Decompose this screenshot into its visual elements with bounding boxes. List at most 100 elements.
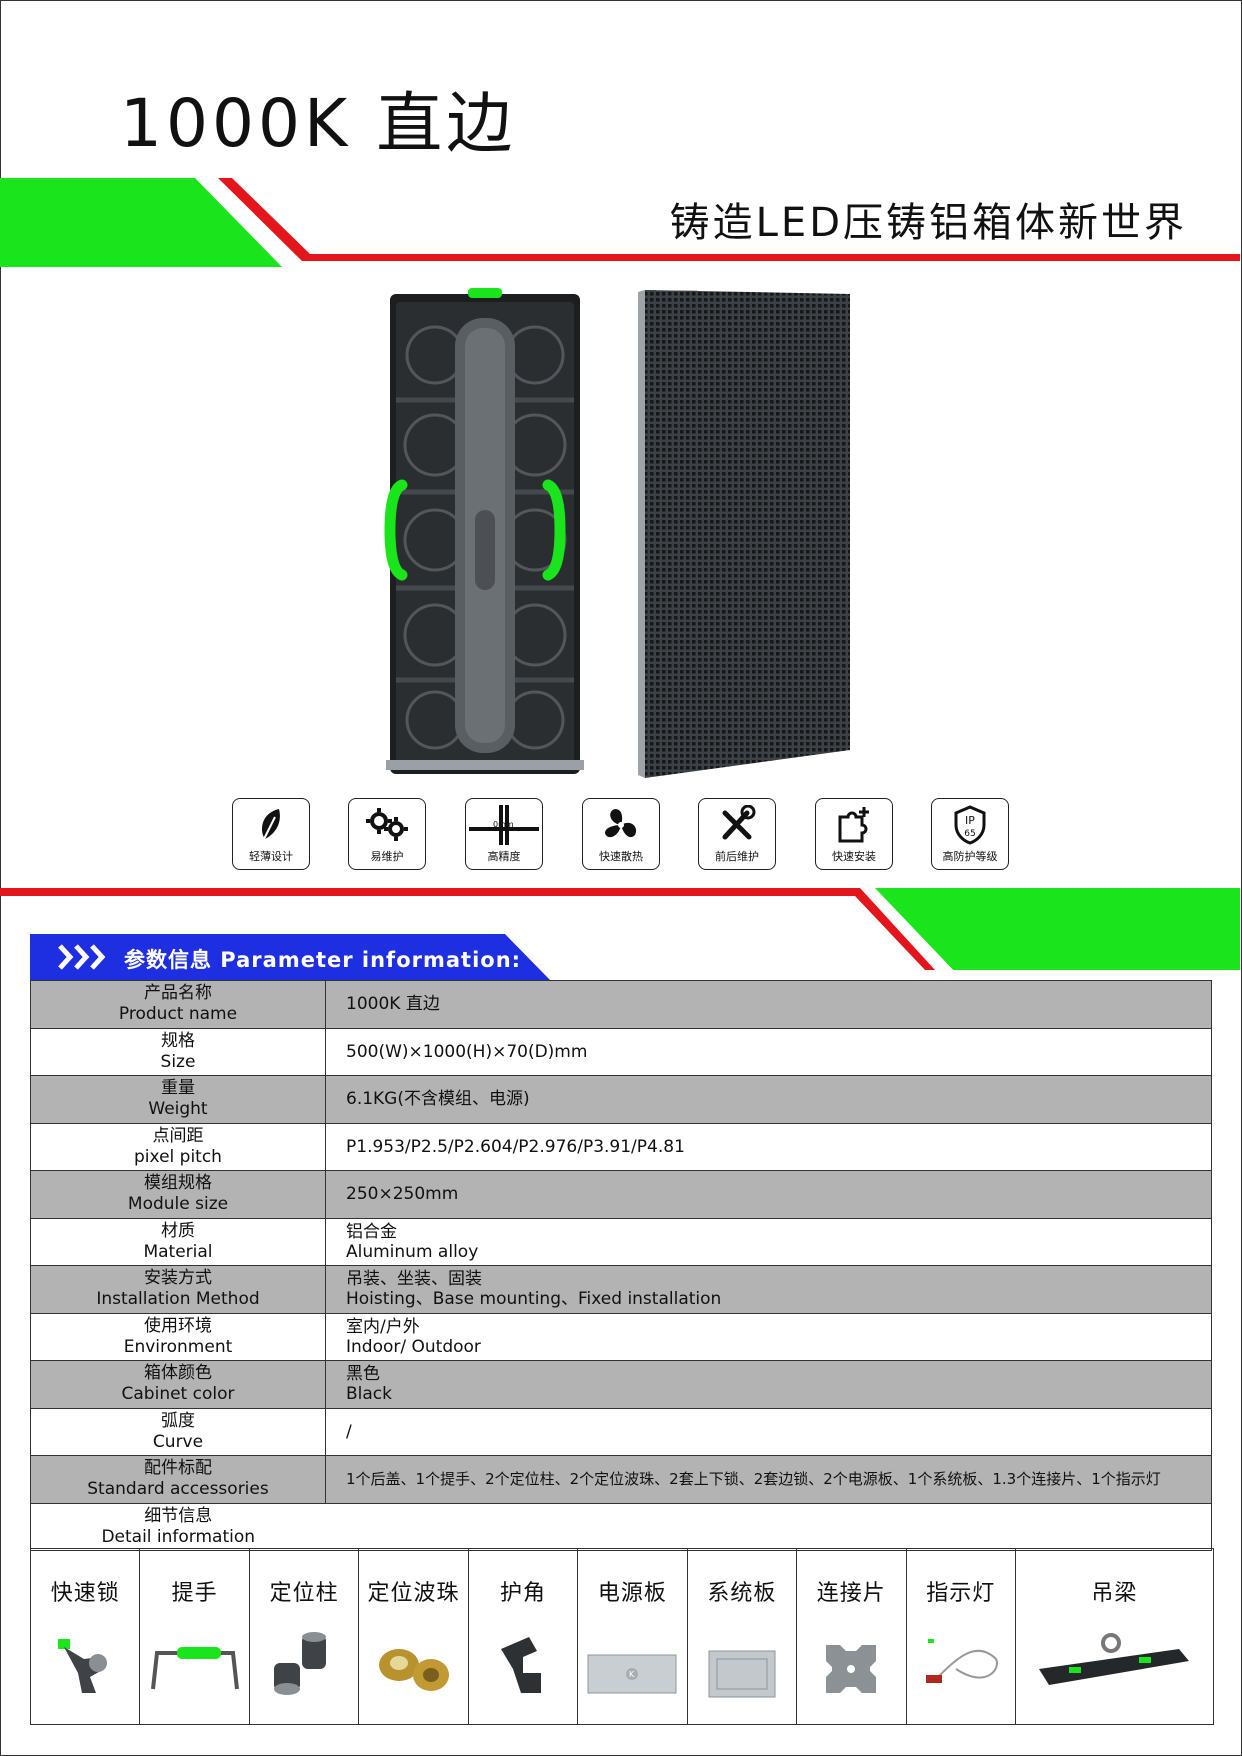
accessory-system-board: 系统板 — [688, 1549, 798, 1724]
param-value: / — [325, 1407, 1212, 1456]
param-label-zh: 配件标配 — [144, 1458, 212, 1479]
param-label-en: Environment — [123, 1336, 233, 1357]
accessory-name: 定位柱 — [269, 1581, 339, 1606]
accessory-name: 指示灯 — [926, 1581, 996, 1606]
param-label-en: Curve — [152, 1431, 204, 1452]
tools-icon — [699, 805, 775, 845]
feature-label: 易维护 — [370, 850, 404, 863]
parameter-heading: 参数信息 Parameter information: — [124, 948, 522, 972]
param-value-text: P1.953/P2.5/P2.604/P2.976/P3.91/P4.81 — [346, 1136, 685, 1157]
feature-label: 高防护等级 — [942, 850, 998, 863]
param-value-zh: 黑色 — [346, 1364, 380, 1385]
param-value-text: 500(W)×1000(H)×70(D)mm — [346, 1041, 588, 1062]
accessory-handle: 提手 — [140, 1549, 250, 1724]
top-green-band — [0, 178, 282, 267]
accessory-name: 快速锁 — [50, 1581, 120, 1606]
param-label-en: Cabinet color — [121, 1384, 235, 1405]
param-label-zh: 安装方式 — [144, 1268, 212, 1289]
param-value-en: Aluminum alloy — [346, 1241, 479, 1262]
param-label-zh: 点间距 — [152, 1125, 204, 1146]
param-value-text: 250×250mm — [346, 1184, 459, 1205]
param-value-text: 1000K 直边 — [346, 994, 440, 1015]
feature-label: 轻薄设计 — [249, 850, 293, 863]
param-label-en: Installation Method — [96, 1289, 260, 1310]
param-label-zh: 材质 — [161, 1220, 195, 1241]
cabinet-rear — [384, 288, 584, 774]
feature-puzzle: 快速安装 — [815, 798, 893, 870]
accessory-connector-plate: 连接片 — [797, 1549, 907, 1724]
fan-icon — [583, 805, 659, 845]
svg-text:65: 65 — [964, 829, 975, 839]
mid-green-band — [875, 888, 1240, 970]
feature-feather: 轻薄设计 — [232, 798, 310, 870]
detail-label-zh: 细节信息 — [144, 1505, 213, 1526]
accessory-indicator-light: 指示灯 — [907, 1549, 1016, 1724]
gears-icon — [349, 805, 425, 845]
svg-text:IP: IP — [965, 814, 975, 827]
param-label-en: Standard accessories — [87, 1479, 269, 1500]
param-value-text: 6.1KG(不含模组、电源) — [346, 1089, 530, 1110]
accessory-corner-guard: 护角 — [469, 1549, 579, 1724]
feature-ip-shield: IP 65 高防护等级 — [931, 798, 1009, 870]
param-label-zh: 产品名称 — [144, 983, 212, 1004]
accessory-locating-pin: 定位柱 — [250, 1549, 360, 1724]
param-label-zh: 箱体颜色 — [144, 1363, 212, 1384]
accessory-name: 吊梁 — [1091, 1581, 1138, 1606]
detail-label-en: Detail information — [101, 1526, 256, 1547]
cabinet-front — [638, 290, 850, 778]
feature-tools: 前后维护 — [698, 798, 776, 870]
param-value: 6.1KG(不含模组、电源) — [325, 1075, 1212, 1124]
page-title: 1000K 直边 — [120, 85, 517, 162]
feather-icon — [233, 805, 309, 845]
accessory-hanging-beam: 吊梁 — [1016, 1549, 1213, 1724]
accessory-ball-plunger: 定位波珠 — [359, 1549, 469, 1724]
param-value-en: Indoor/ Outdoor — [346, 1336, 481, 1357]
accessory-name: 定位波珠 — [367, 1581, 460, 1606]
param-label-en: Product name — [118, 1004, 238, 1025]
mid-banner — [0, 888, 1240, 970]
param-label-en: Size — [160, 1051, 196, 1072]
precision-icon: 0mm — [466, 805, 542, 845]
puzzle-icon — [816, 805, 892, 845]
ip-shield-icon: IP 65 — [932, 805, 1008, 845]
param-label-zh: 弧度 — [161, 1410, 195, 1431]
accessory-name: 系统板 — [707, 1581, 777, 1606]
param-value-text: 1个后盖、1个提手、2个定位柱、2个定位波珠、2套上下锁、2套边锁、2个电源板、… — [346, 1470, 1161, 1489]
param-label-en: Module size — [127, 1194, 229, 1215]
param-label-zh: 规格 — [161, 1030, 195, 1051]
accessory-name: 护角 — [499, 1581, 546, 1606]
feature-label: 前后维护 — [715, 850, 759, 863]
page-subtitle: 铸造LED压铸铝箱体新世界 — [669, 200, 1187, 246]
param-value-text: / — [346, 1421, 352, 1442]
detail-empty — [325, 1502, 1212, 1551]
svg-text:K: K — [629, 1670, 635, 1679]
chevrons-icon — [58, 944, 106, 970]
top-banner — [0, 178, 1240, 267]
param-value: 1000K 直边 — [325, 980, 1212, 1029]
param-value: 250×250mm — [325, 1170, 1212, 1219]
svg-text:0mm: 0mm — [493, 820, 514, 829]
